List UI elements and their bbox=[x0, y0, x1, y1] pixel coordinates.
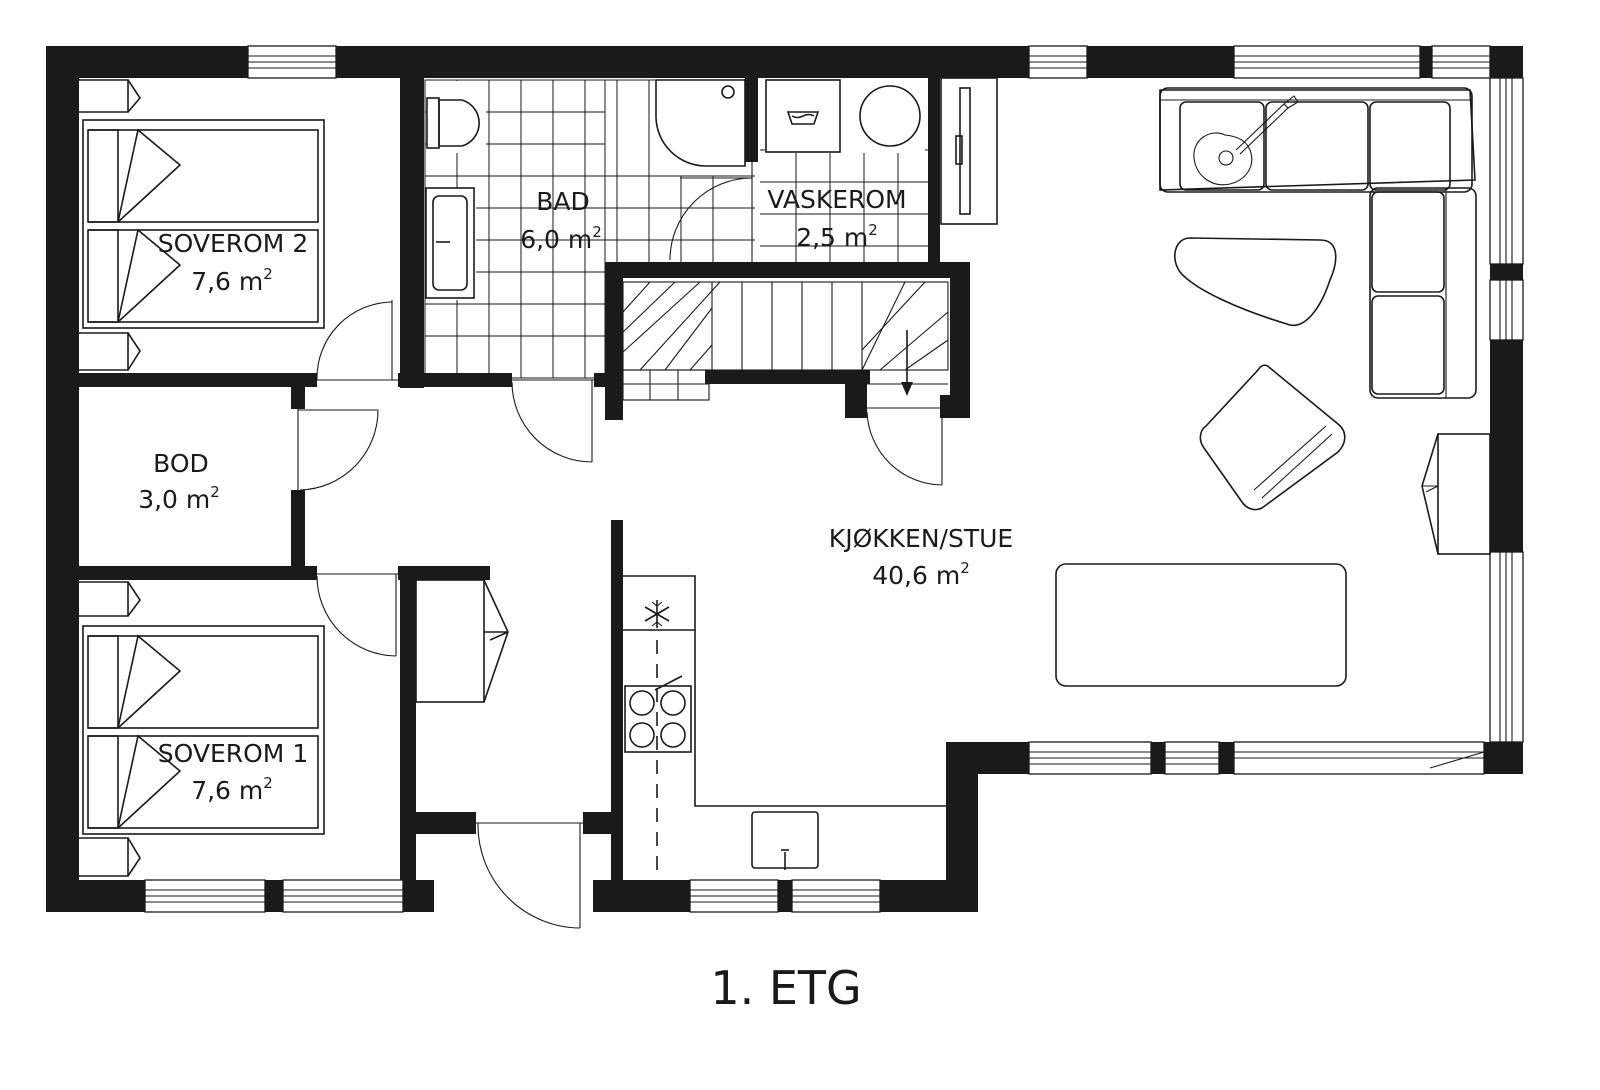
room-area: 2,5 m2 bbox=[796, 221, 878, 252]
room-name: SOVEROM 2 bbox=[158, 229, 308, 258]
staircase bbox=[622, 281, 949, 401]
soverom-2-beds bbox=[79, 79, 325, 371]
washing-machine-icon bbox=[786, 111, 820, 125]
room-area: 40,6 m2 bbox=[872, 559, 970, 590]
stair-direction-arrow-icon bbox=[901, 330, 913, 396]
snowflake-icon bbox=[644, 600, 670, 628]
tv-cabinet bbox=[940, 77, 998, 225]
doors bbox=[297, 162, 943, 929]
living-room-furniture bbox=[1055, 87, 1491, 687]
room-area: 6,0 m2 bbox=[520, 223, 602, 254]
room-name: VASKEROM bbox=[767, 185, 906, 214]
room-name: SOVEROM 1 bbox=[158, 739, 308, 768]
room-area: 3,0 m2 bbox=[138, 483, 220, 514]
room-labels: SOVEROM 2 7,6 m2 BAD 6,0 m2 VASKEROM 2,5… bbox=[138, 185, 1013, 805]
soverom-1-beds bbox=[79, 581, 325, 877]
room-area: 7,6 m2 bbox=[191, 265, 273, 296]
windows bbox=[144, 45, 1524, 913]
floor-title: 1. ETG bbox=[710, 961, 861, 1015]
guitar-icon bbox=[1193, 95, 1299, 186]
kitchen bbox=[623, 575, 974, 880]
bathroom-fixtures bbox=[425, 79, 921, 299]
room-name: BAD bbox=[536, 187, 590, 216]
room-name: KJØKKEN/STUE bbox=[829, 524, 1013, 553]
room-area: 7,6 m2 bbox=[191, 774, 273, 805]
room-name: BOD bbox=[153, 449, 209, 478]
hallway-wardrobe bbox=[415, 579, 509, 703]
bathroom-tiles bbox=[424, 79, 930, 379]
